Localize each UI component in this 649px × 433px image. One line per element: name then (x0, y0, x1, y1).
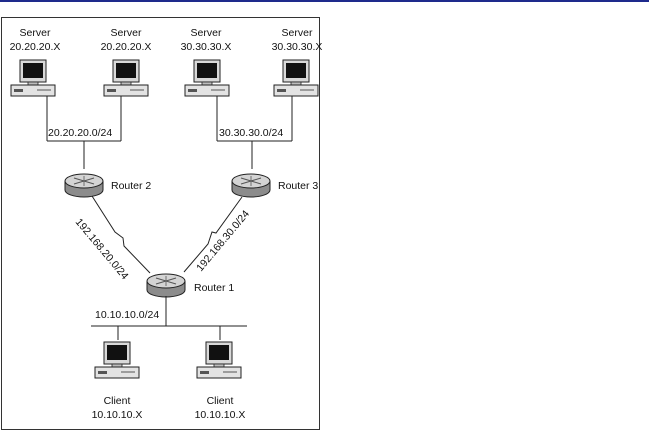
wan-left-link (91, 195, 151, 274)
client-2-label: Client (207, 395, 234, 407)
client-1-address: 10.10.10.X (92, 409, 143, 421)
top-rule (0, 0, 649, 2)
diagram-frame (1, 17, 320, 430)
router-1-label: Router 1 (194, 282, 234, 294)
router-2: Router 2 (64, 173, 151, 198)
right-lan-network-label: 30.30.30.0/24 (219, 127, 283, 139)
server-1-label: Server (20, 27, 51, 39)
server-4-label: Server (282, 27, 313, 39)
router-3-icon (231, 173, 271, 198)
server-2-address: 20.20.20.X (101, 41, 152, 53)
server-2-label: Server (111, 27, 142, 39)
wan-right-link (183, 196, 243, 273)
router-3: Router 3 (231, 173, 318, 198)
client-lan-links (91, 296, 247, 340)
left-lan-links (46, 96, 122, 169)
router-3-label: Router 3 (278, 180, 318, 192)
router-2-label: Router 2 (111, 180, 151, 192)
client-2-address: 10.10.10.X (195, 409, 246, 421)
server-2: Server 20.20.20.X (101, 27, 152, 97)
client-lan-network-label: 10.10.10.0/24 (95, 309, 159, 321)
wan-links (91, 195, 243, 274)
server-1-address: 20.20.20.X (10, 41, 61, 53)
router-1-icon (146, 273, 186, 298)
client-2: Client 10.10.10.X (195, 341, 246, 421)
server-1: Server 20.20.20.X (10, 27, 61, 97)
left-lan-network-label: 20.20.20.0/24 (48, 127, 112, 139)
server-3-label: Server (191, 27, 222, 39)
router-1: Router 1 (146, 273, 234, 298)
right-lan-links (216, 96, 293, 169)
client-1: Client 10.10.10.X (92, 341, 143, 421)
router-2-icon (64, 173, 104, 198)
server-3-address: 30.30.30.X (181, 41, 232, 53)
server-4: Server 30.30.30.X (272, 27, 323, 97)
server-3: Server 30.30.30.X (181, 27, 232, 97)
client-1-label: Client (104, 395, 131, 407)
server-4-address: 30.30.30.X (272, 41, 323, 53)
